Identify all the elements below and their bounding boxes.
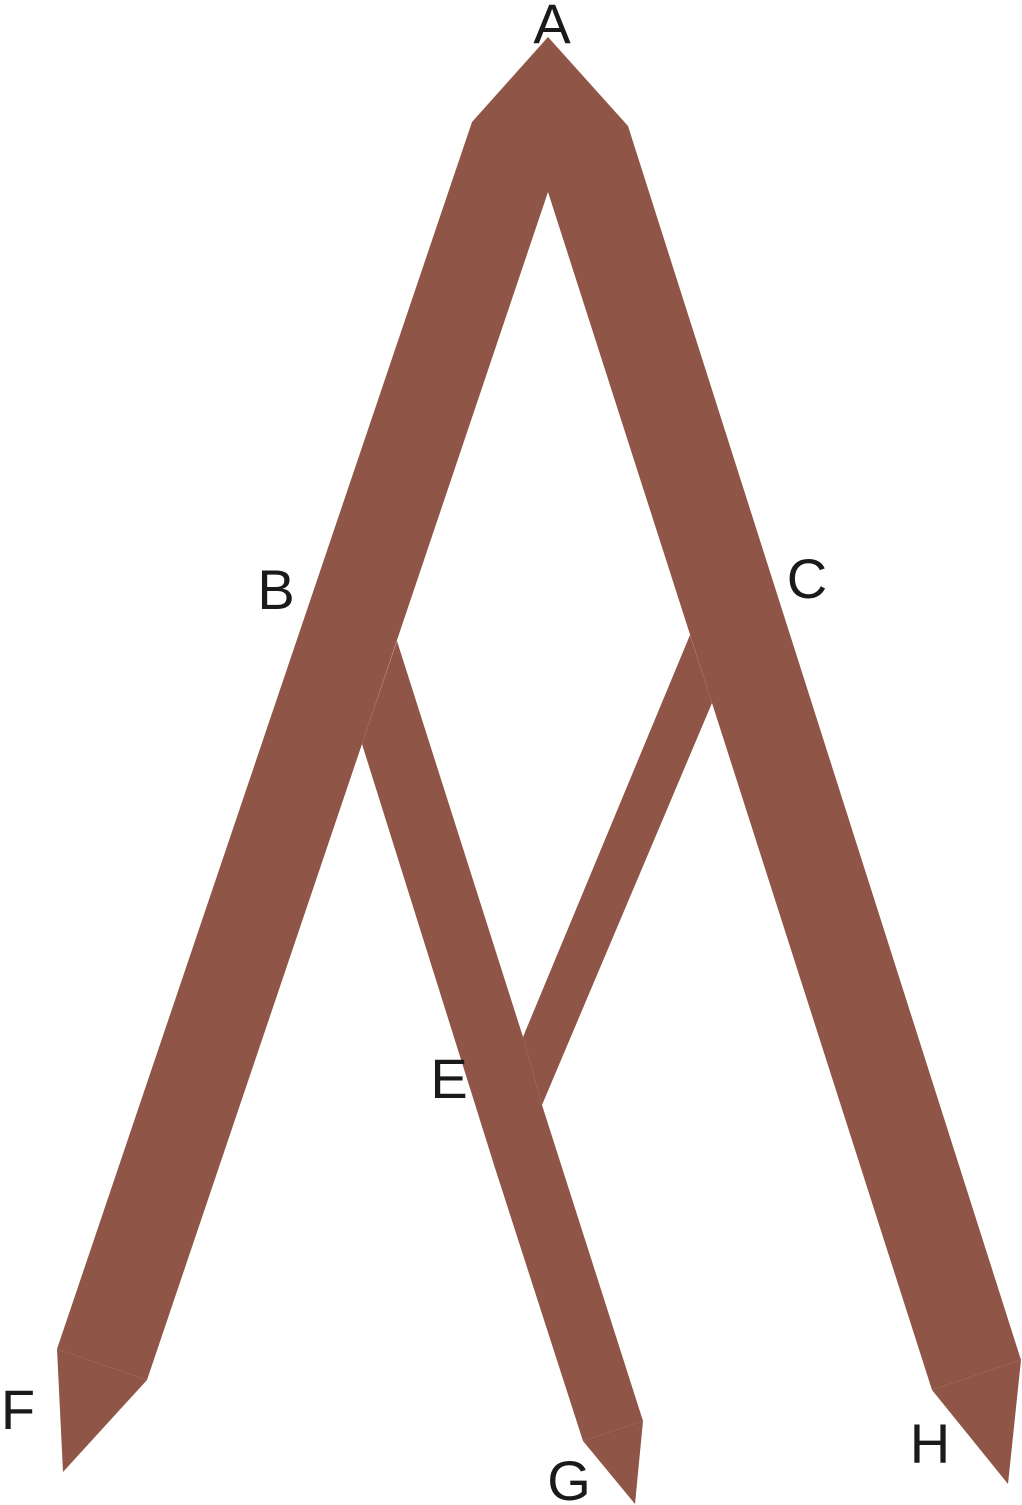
label-node-c: C xyxy=(787,547,827,610)
label-node-f: F xyxy=(1,1378,35,1441)
branch-c-e xyxy=(523,635,712,1105)
branch-e-g xyxy=(473,1090,643,1441)
label-node-b: B xyxy=(257,558,294,621)
label-node-h: H xyxy=(910,1412,950,1475)
label-node-e: E xyxy=(430,1047,467,1110)
label-node-a: A xyxy=(533,0,571,55)
branch-b-e xyxy=(362,641,542,1168)
branches xyxy=(57,37,1021,1504)
tip-f xyxy=(57,1349,147,1472)
branch-a-b-f xyxy=(57,122,548,1380)
label-node-g: G xyxy=(547,1449,591,1505)
node-labels: A B C E F G H xyxy=(1,0,950,1505)
tip-h xyxy=(932,1360,1021,1484)
branch-a-c-h xyxy=(548,122,1021,1390)
tip-g xyxy=(583,1421,643,1504)
apex-a xyxy=(472,37,628,126)
